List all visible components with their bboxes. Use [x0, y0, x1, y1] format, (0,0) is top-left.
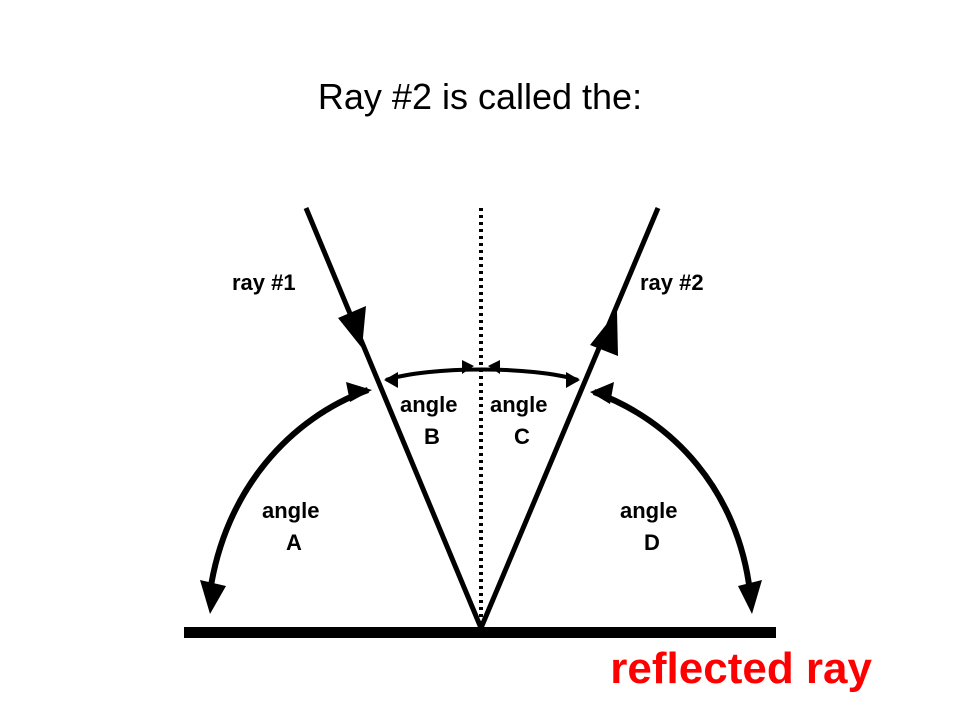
- answer-text: reflected ray: [610, 644, 872, 693]
- angle-bc-arc: [385, 367, 579, 382]
- ray2-label: ray #2: [640, 270, 704, 295]
- reflected-ray: [478, 207, 661, 629]
- angle-b-word: angle: [400, 392, 457, 417]
- angle-a-letter: A: [286, 530, 302, 555]
- incident-ray: [303, 207, 484, 629]
- angle-b-letter: B: [424, 424, 440, 449]
- angle-c-arrowhead-left: [488, 360, 500, 374]
- angle-d-arrowhead-top: [590, 382, 614, 404]
- angle-b-arrowhead-right: [462, 360, 474, 374]
- angle-a-arc: [207, 387, 370, 593]
- mirror-surface: [184, 627, 776, 638]
- angle-d-letter: D: [644, 530, 660, 555]
- angle-c-letter: C: [514, 424, 530, 449]
- ray1-label: ray #1: [232, 270, 296, 295]
- angle-c-word: angle: [490, 392, 547, 417]
- angle-a-arrowhead-top: [346, 382, 372, 402]
- angle-d-arrowhead-bottom: [738, 580, 762, 614]
- question-title: Ray #2 is called the:: [317, 76, 643, 117]
- angle-a-word: angle: [262, 498, 319, 523]
- angle-c-arrowhead-right: [566, 372, 580, 388]
- reflected-ray-arrowhead: [590, 311, 618, 356]
- angle-d-arc: [592, 389, 753, 593]
- angle-d-word: angle: [620, 498, 677, 523]
- incident-ray-arrowhead: [338, 306, 366, 348]
- angle-a-arrowhead-bottom: [200, 580, 226, 614]
- angle-b-arrowhead-left: [384, 372, 398, 388]
